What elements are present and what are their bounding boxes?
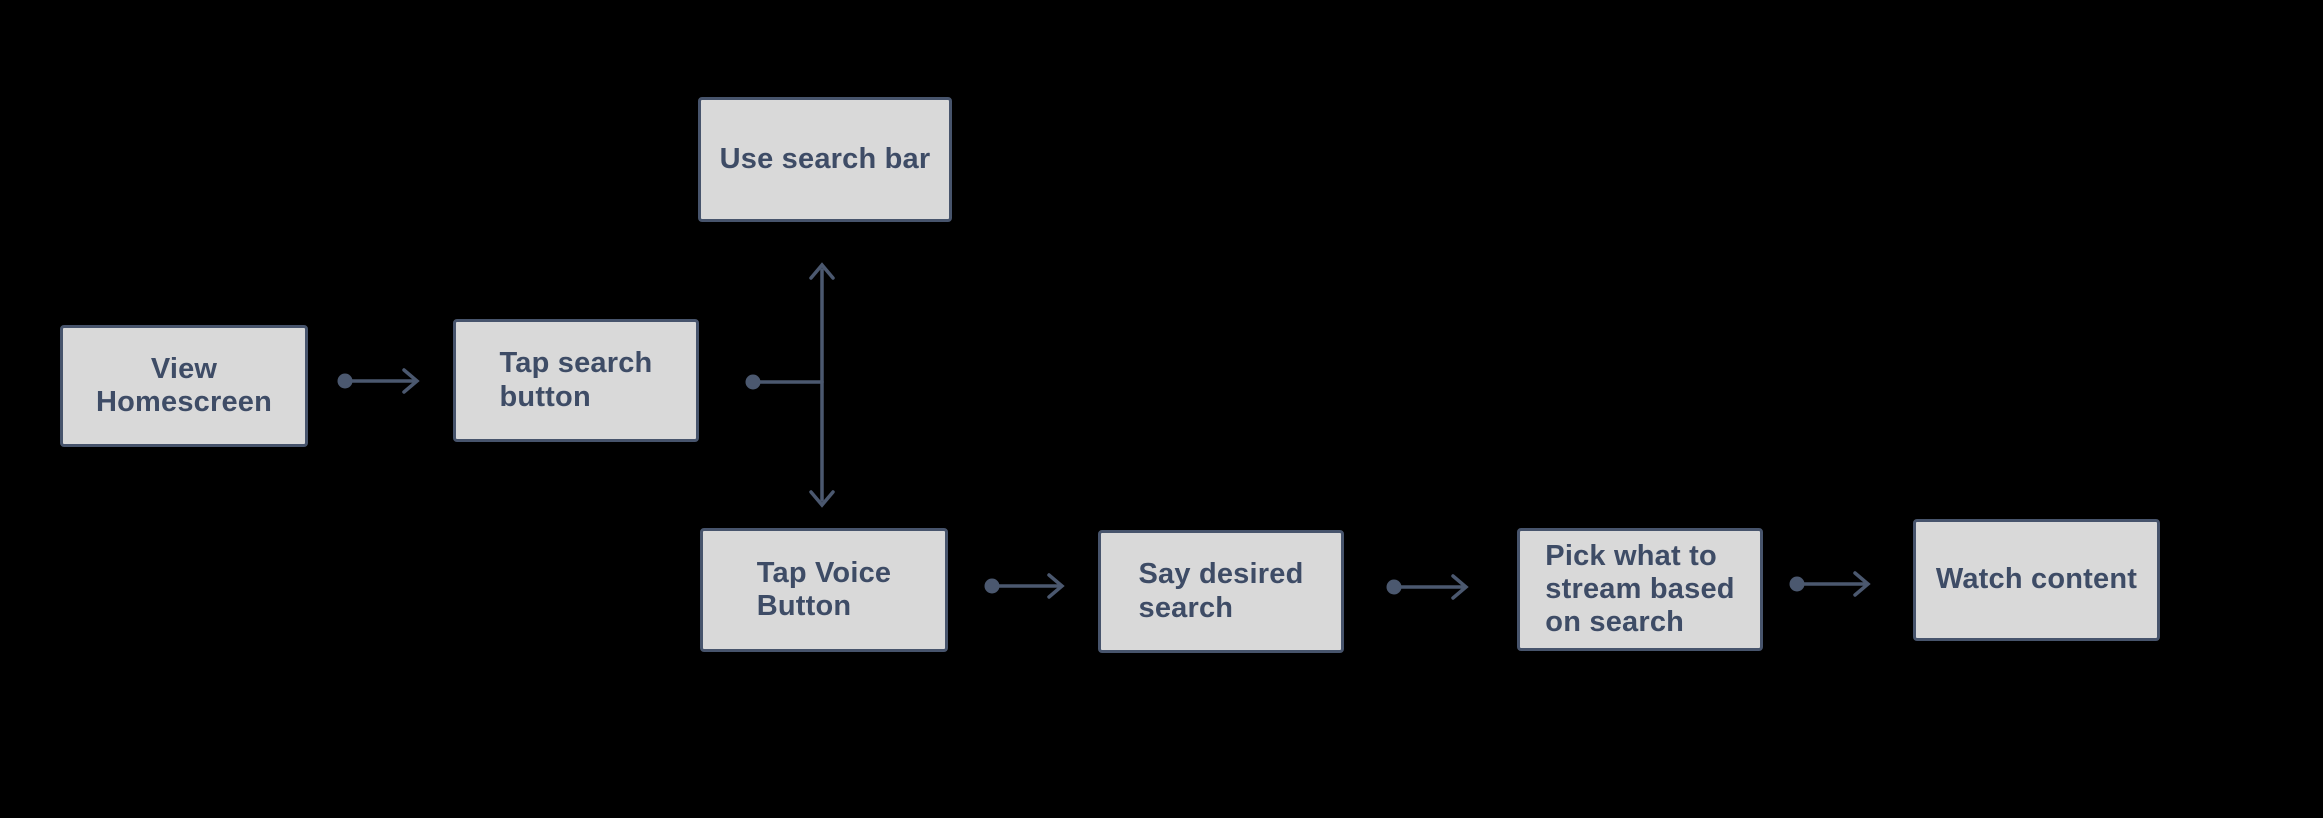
node-label: Watch content [1935, 563, 2138, 596]
node-watch-content[interactable]: Watch content [1913, 519, 2160, 641]
node-label: Say desired search [1138, 558, 1304, 624]
edge-pick-to-watch [1789, 571, 1871, 597]
node-label: Use search bar [719, 142, 931, 175]
node-label: View Homescreen [95, 352, 273, 418]
node-label: Pick what to stream based on search [1545, 539, 1735, 639]
node-tap-voice-button[interactable]: Tap Voice Button [700, 528, 948, 652]
edge-tap-search-branch [745, 262, 835, 508]
node-label: Tap Voice Button [756, 556, 892, 622]
node-use-search-bar[interactable]: Use search bar [698, 97, 952, 222]
node-label: Tap search button [499, 347, 653, 413]
node-view-homescreen[interactable]: View Homescreen [60, 325, 308, 447]
edge-view-to-tap-search [337, 368, 420, 394]
edge-voice-to-say [984, 573, 1065, 599]
edge-say-to-pick [1386, 574, 1469, 600]
node-tap-search-button[interactable]: Tap search button [453, 319, 699, 442]
node-pick-what-to-stream[interactable]: Pick what to stream based on search [1517, 528, 1763, 651]
node-say-desired-search[interactable]: Say desired search [1098, 530, 1344, 653]
